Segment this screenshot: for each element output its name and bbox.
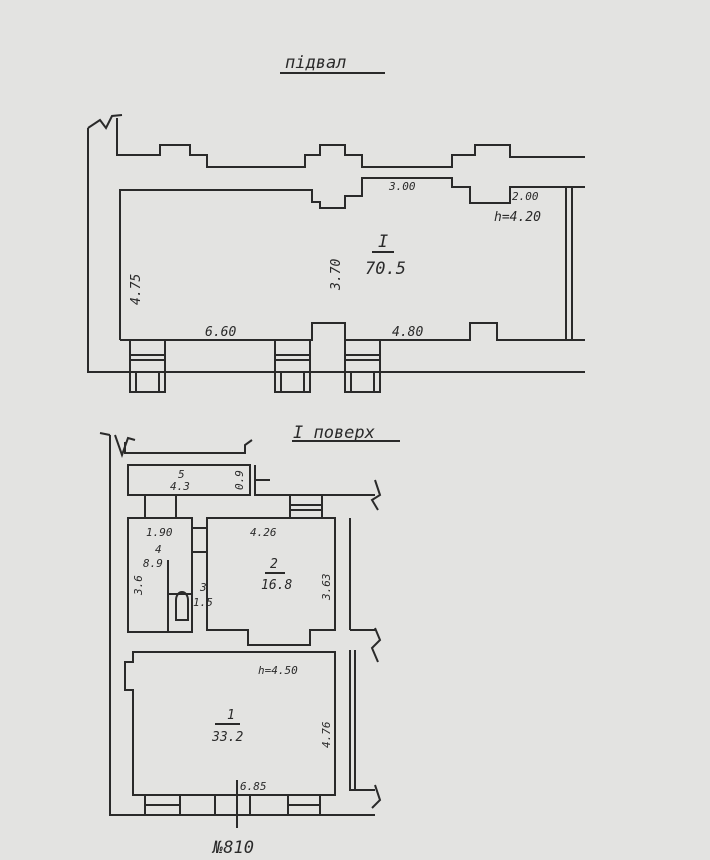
room-4-dim-top: 1.90 bbox=[146, 526, 173, 539]
wall-break-marks bbox=[370, 479, 382, 809]
room-3-number: 3 bbox=[199, 581, 207, 594]
room-2-number: 2 bbox=[270, 557, 278, 572]
room-number: I bbox=[378, 232, 388, 252]
room-2-dim-right: 3.63 bbox=[320, 574, 333, 602]
partitions bbox=[144, 495, 323, 519]
room-2 bbox=[206, 517, 336, 646]
building-number: №810 bbox=[211, 838, 254, 858]
room-1-dim-bottom: 6.85 bbox=[240, 780, 267, 793]
room-3-fixture bbox=[167, 560, 192, 632]
room-1 bbox=[124, 651, 336, 796]
outer-wall bbox=[109, 435, 375, 816]
dim-top-right: 2.00 bbox=[512, 190, 539, 203]
room-4-number: 4 bbox=[155, 543, 162, 556]
room-5 bbox=[127, 464, 251, 496]
right-wall bbox=[565, 187, 573, 340]
room-1-number: 1 bbox=[227, 708, 235, 723]
room-4-area: 8.9 bbox=[143, 557, 163, 570]
top-wall bbox=[99, 432, 253, 459]
basement-plan: підвал I 70.5 3.00 2.00 h=4.20 4.75 3.70… bbox=[87, 53, 585, 393]
first-floor-windows bbox=[144, 780, 321, 828]
room-5-area: 4.3 bbox=[170, 480, 190, 493]
first-floor-title: I поверх bbox=[293, 423, 376, 443]
dim-bottom-left: 6.60 bbox=[205, 325, 236, 340]
corridor-walls bbox=[349, 518, 375, 791]
bottom-wall bbox=[120, 322, 585, 341]
basement-title: підвал bbox=[285, 53, 346, 73]
window bbox=[274, 340, 311, 393]
door bbox=[192, 527, 207, 553]
top-wall-inner bbox=[119, 177, 585, 340]
window bbox=[129, 340, 166, 393]
window bbox=[344, 340, 381, 393]
dim-top-mid: 3.00 bbox=[388, 180, 416, 193]
top-wall-outer bbox=[116, 118, 585, 168]
first-floor-plan: I поверх 5 4.3 0.9 1.90 4 8.9 3.6 3 1.5 … bbox=[99, 423, 400, 858]
wall-break-mark bbox=[87, 114, 123, 130]
room-2-area: 16.8 bbox=[261, 578, 292, 593]
partition bbox=[254, 465, 375, 496]
dim-left: 4.75 bbox=[129, 274, 144, 305]
dim-mid-vertical: 3.70 bbox=[329, 259, 344, 291]
room-5-number: 5 bbox=[178, 468, 185, 481]
room-4-dim-left: 3.6 bbox=[132, 575, 145, 596]
room-area: 70.5 bbox=[365, 259, 406, 279]
first-floor-height: h=4.50 bbox=[258, 664, 298, 677]
room-1-dim-right: 4.76 bbox=[320, 721, 333, 748]
outer-wall bbox=[87, 128, 585, 373]
room-4 bbox=[127, 517, 193, 633]
dim-bottom-right: 4.80 bbox=[392, 325, 423, 340]
room-2-dim-top: 4.26 bbox=[250, 526, 277, 539]
room-3-area: 1.5 bbox=[193, 596, 213, 609]
basement-height: h=4.20 bbox=[494, 210, 541, 225]
basement-windows bbox=[129, 340, 381, 393]
room-5-dim: 0.9 bbox=[233, 470, 246, 490]
room-1-area: 33.2 bbox=[211, 730, 243, 745]
